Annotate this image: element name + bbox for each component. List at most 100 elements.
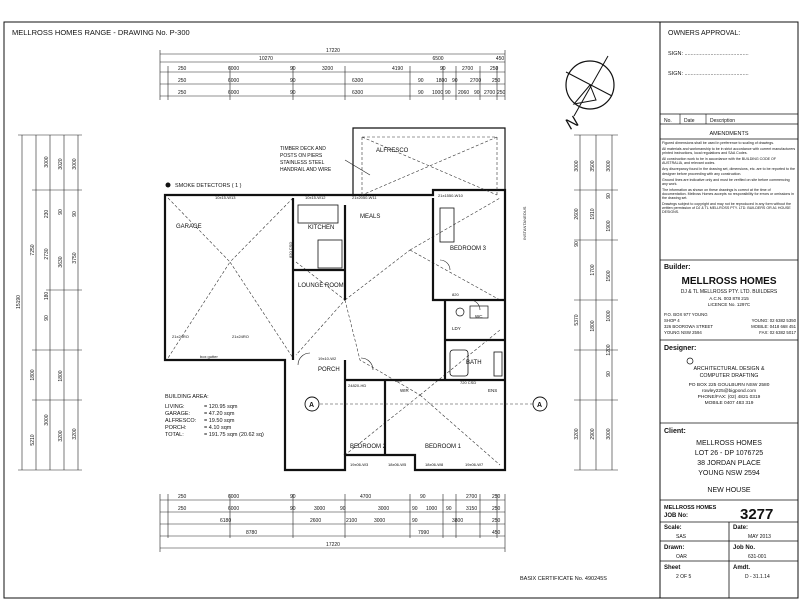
dim-top-r3-5: 1800 xyxy=(436,78,447,84)
dim-left-outer-1: 1800 xyxy=(30,369,36,380)
dim-left-c4-0: 3000 xyxy=(72,158,78,169)
dim-right-c2-1: 1910 xyxy=(590,208,596,219)
area-garage-value: = 47.20 sqm xyxy=(204,411,235,417)
room-kitchen: KITCHEN xyxy=(308,225,334,231)
dim-left-c2-3: 180 xyxy=(44,292,50,301)
note-timber-deck-1: TIMBER DECK AND xyxy=(280,146,326,152)
area-garage-label: GARAGE: xyxy=(165,411,191,417)
dim-bot-r2-1: 6000 xyxy=(228,506,239,512)
dim-left-c3-3: 1800 xyxy=(58,370,64,381)
dim-right-c2-4: 2900 xyxy=(590,428,596,439)
dim-top-r4-9: 2700 xyxy=(484,90,495,96)
amendments-label: AMENDMENTS xyxy=(709,131,748,137)
sign-line-2: SIGN: ..................................… xyxy=(668,71,749,77)
dim-right-c3-5: 1200 xyxy=(606,344,612,355)
external-walls xyxy=(163,188,507,472)
amend-header-no: No. xyxy=(664,118,672,124)
builder-addr-4: YOUNG NSW 2594 xyxy=(664,330,702,335)
dim-bot-r3-0: 6180 xyxy=(220,518,231,524)
dim-top-r1-a: 10270 xyxy=(259,56,273,62)
dim-right-c2-2: 1700 xyxy=(590,264,596,275)
dim-bot-r2-6: 90 xyxy=(412,506,418,512)
tb-note-7: Drawings subject to copyright and may no… xyxy=(662,202,792,215)
window-tag-w12: 10x15-W12 xyxy=(305,195,326,200)
builder-addr-2: SHOP 4 xyxy=(664,318,680,323)
dim-top-r2-7: 250 xyxy=(490,66,499,72)
dim-bot-r4-1: 7990 xyxy=(418,530,429,536)
dim-left-c3-4: 3200 xyxy=(58,430,64,441)
new-house-label: NEW HOUSE xyxy=(707,487,751,494)
door-tag-820-b3: 820 xyxy=(452,292,459,297)
dim-right-c1-0: 3000 xyxy=(574,160,580,171)
dim-left-outer-2: 5210 xyxy=(30,434,36,445)
north-arrow-icon: N xyxy=(563,55,615,134)
note-box-gutter: box gutter xyxy=(200,354,218,359)
dim-top-r4-8: 90 xyxy=(474,90,480,96)
drawn-label: Drawn: xyxy=(664,545,684,551)
sign-line-1: SIGN: ..................................… xyxy=(668,51,749,57)
dim-bot-r1-0: 250 xyxy=(178,494,187,500)
dim-bot-r2-0: 250 xyxy=(178,506,187,512)
dim-right-c3-7: 3000 xyxy=(606,428,612,439)
dim-right-c3-6: 90 xyxy=(606,371,612,377)
dim-bot-r1-3: 4700 xyxy=(360,494,371,500)
dim-top-r3-3: 6300 xyxy=(352,78,363,84)
smoke-detector-icon xyxy=(165,182,171,188)
dim-left-c3-0: 3020 xyxy=(58,158,64,169)
client-label: Client: xyxy=(664,428,686,435)
dim-bot-r2-3: 3000 xyxy=(314,506,325,512)
designer-label: Designer: xyxy=(664,345,696,352)
dim-bot-r2-4: 90 xyxy=(340,506,346,512)
room-ens: ENS xyxy=(488,388,497,393)
dim-top-r2-6: 2700 xyxy=(462,66,473,72)
builder-addr-1: P.O. BOX 977 YOUNG xyxy=(664,312,708,317)
basix-certificate: BASIX CERTIFICATE No. 490245S xyxy=(520,576,607,582)
dim-bot-r1-2: 90 xyxy=(290,494,296,500)
area-porch-value: = 4.10 sqm xyxy=(204,425,232,431)
tb-note-1: Figured dimensions shall be used in pref… xyxy=(662,141,775,145)
dim-top-r4-7: 2060 xyxy=(458,90,469,96)
dim-top-r4-6: 90 xyxy=(445,90,451,96)
dim-left-c2-2: 2730 xyxy=(44,248,50,259)
dim-bot-r3-3: 3000 xyxy=(374,518,385,524)
dim-top-r4-3: 6300 xyxy=(352,90,363,96)
builder-label: Builder: xyxy=(664,264,690,271)
dim-bot-r1-1: 6000 xyxy=(228,494,239,500)
designer-line-1: ARCHITECTURAL DESIGN & xyxy=(693,366,764,372)
dim-bot-r2-7: 1000 xyxy=(426,506,437,512)
client-line-2: LOT 26 - DP 1076725 xyxy=(695,450,763,457)
area-alfresco-label: ALFRESCO: xyxy=(165,418,197,424)
dim-top-r1-c: 450 xyxy=(496,56,505,62)
dim-bot-r2-8: 90 xyxy=(446,506,452,512)
dim-right-c3-2: 1900 xyxy=(606,220,612,231)
dim-top-r2-0: 250 xyxy=(178,66,187,72)
window-tag-w7: 19x06-W7 xyxy=(465,462,484,467)
dim-right-c3-3: 1500 xyxy=(606,270,612,281)
note-instantaneous: INSTANTANEOUS xyxy=(522,206,527,240)
designer-line-5: PHONE/FAX: (02) 4821 0319 xyxy=(698,394,761,400)
section-marker-left-label: A xyxy=(309,402,314,409)
dim-bot-r3-2: 2100 xyxy=(346,518,357,524)
room-alfresco: ALFRESCO xyxy=(376,148,409,154)
room-wc: WC xyxy=(475,314,483,319)
dim-top-r4-5: 1000 xyxy=(432,90,443,96)
designer-line-2: COMPUTER DRAFTING xyxy=(700,373,759,379)
dim-top-r2-4: 4190 xyxy=(392,66,403,72)
note-timber-deck-2: POSTS ON PIERS xyxy=(280,153,323,159)
dim-right-c1-4: 3200 xyxy=(574,428,580,439)
alfresco-deck xyxy=(352,127,506,195)
dim-right-c3-0: 3000 xyxy=(606,160,612,171)
builder-phone-3: FAX: 02 6382 5017 xyxy=(759,330,796,335)
dim-right-c3-4: 1000 xyxy=(606,310,612,321)
dim-bot-r2-2: 90 xyxy=(290,506,296,512)
dim-top-r3-0: 250 xyxy=(178,78,187,84)
amend-header-desc: Description xyxy=(710,118,735,124)
dim-bot-r1-6: 250 xyxy=(492,494,501,500)
room-bedroom-1: BEDROOM 1 xyxy=(425,444,462,450)
dim-top-r2-1: 6000 xyxy=(228,66,239,72)
window-tag-w3: 19x06-W3 xyxy=(350,462,369,467)
designer-logo-icon xyxy=(686,357,694,365)
dim-top-r3-1: 6000 xyxy=(228,78,239,84)
dim-bot-r3-4: 90 xyxy=(412,518,418,524)
door-tag-820: 820 xyxy=(395,378,402,383)
